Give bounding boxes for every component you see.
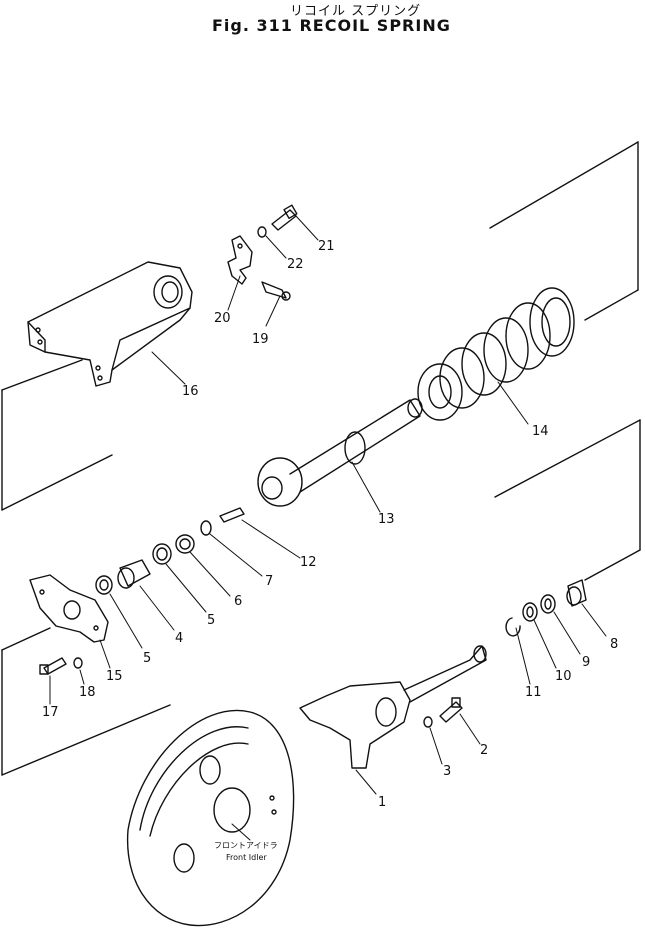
part-5-bushing-lower — [95, 575, 113, 595]
label-part-17: 17 — [42, 705, 59, 720]
part-15-plate — [29, 574, 109, 643]
diagram-title: Fig. 311 RECOIL SPRING — [212, 16, 451, 35]
label-part-9: 9 — [582, 655, 590, 670]
part-18-washer — [73, 657, 83, 669]
label-part-20: 20 — [214, 311, 231, 326]
part-22-washer — [257, 226, 267, 238]
part-21-bolt — [271, 204, 298, 231]
front-idler-wheel — [126, 709, 295, 927]
part-9-ring — [540, 594, 556, 614]
part-12-pin — [219, 507, 245, 523]
label-part-18: 18 — [79, 685, 96, 700]
label-part-10: 10 — [555, 669, 572, 684]
label-part-4: 4 — [175, 631, 183, 646]
label-part-8: 8 — [610, 637, 618, 652]
part-13-rod — [257, 398, 423, 507]
label-part-1: 1 — [378, 795, 386, 810]
label-part-14: 14 — [532, 424, 549, 439]
part-16-yoke — [27, 261, 193, 387]
label-part-6: 6 — [234, 594, 242, 609]
part-8-bushing — [566, 579, 587, 607]
label-part-22: 22 — [287, 257, 304, 272]
part-7-snap-ring — [200, 520, 212, 536]
label-part-21: 21 — [318, 239, 335, 254]
label-part-7: 7 — [265, 574, 273, 589]
part-10-ring — [522, 602, 538, 622]
label-part-15: 15 — [106, 669, 123, 684]
label-part-19: 19 — [252, 332, 269, 347]
part-3-washer — [423, 716, 433, 728]
leader-lines — [49, 215, 607, 841]
callout-front-idler-en: Front Idler — [226, 853, 267, 862]
part-17-bolt — [39, 657, 67, 675]
label-part-5-upper: 5 — [207, 613, 215, 628]
part-2-bolt — [439, 697, 463, 723]
label-part-2: 2 — [480, 743, 488, 758]
label-part-12: 12 — [300, 555, 317, 570]
part-1-front-yoke — [299, 645, 487, 769]
boundary-lines — [1, 141, 641, 776]
part-4-plunger — [117, 559, 151, 589]
label-part-16: 16 — [182, 384, 199, 399]
label-part-13: 13 — [378, 512, 395, 527]
part-14-spring — [417, 287, 575, 421]
label-part-5-lower: 5 — [143, 651, 151, 666]
part-number-labels: 1 2 3 4 5 5 6 7 8 9 10 11 12 13 14 15 16… — [42, 239, 618, 862]
part-5-bushing-upper — [152, 543, 172, 565]
diagram-title-japanese: リコイル スプリング — [290, 4, 422, 19]
part-6-ring — [175, 534, 195, 554]
part-11-snap-ring — [505, 617, 521, 637]
part-19-fitting — [261, 281, 291, 301]
callout-front-idler-jp: フロントアイドラ — [214, 841, 278, 850]
label-part-11: 11 — [525, 685, 542, 700]
part-20-bracket — [227, 235, 253, 285]
label-part-3: 3 — [443, 764, 451, 779]
